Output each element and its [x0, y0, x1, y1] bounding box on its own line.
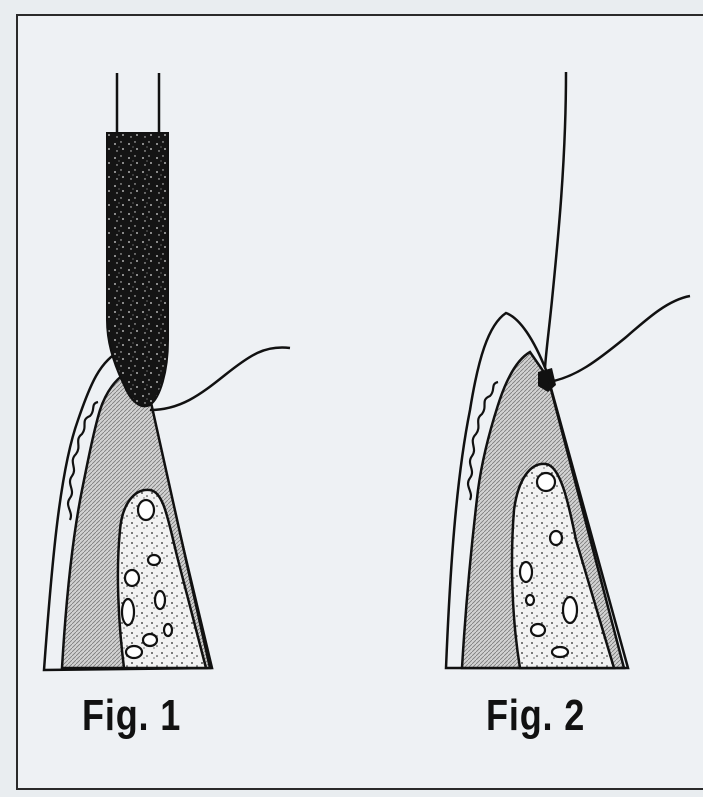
figure-2-drawing — [446, 72, 690, 668]
instrument-tip-1 — [107, 133, 168, 406]
figure-2-caption: Fig. 2 — [486, 691, 585, 741]
figure-1-caption: Fig. 1 — [82, 691, 181, 741]
figure-1-drawing — [44, 73, 290, 670]
probe-line-2 — [545, 72, 566, 368]
flap-line-2 — [548, 296, 690, 382]
flap-line-1 — [150, 347, 290, 410]
